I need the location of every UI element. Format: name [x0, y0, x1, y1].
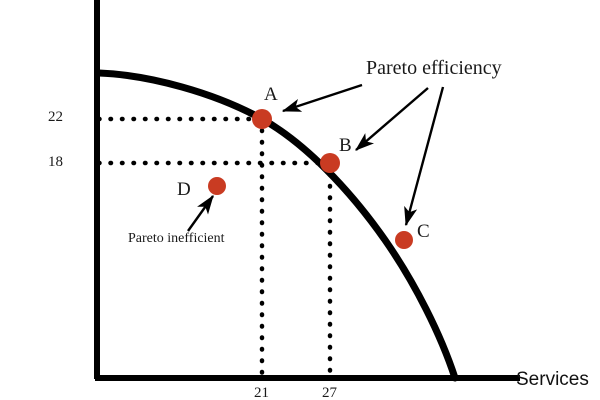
data-point-d[interactable]	[208, 177, 226, 195]
x-tick-label-21: 21	[254, 385, 269, 400]
y-tick-label-22: 22	[48, 109, 63, 125]
data-point-a-label: A	[264, 84, 278, 105]
data-point-b[interactable]	[320, 153, 340, 173]
data-point-b-label: B	[339, 135, 352, 156]
annotation-pareto-efficiency: Pareto efficiency	[366, 57, 502, 79]
arrow-efficiency-to-a	[281, 83, 363, 113]
arrow-efficiency-to-b	[355, 87, 429, 151]
x-axis-title: Services	[516, 369, 589, 390]
arrow-inefficient-to-d	[187, 195, 214, 232]
data-point-c-label: C	[417, 221, 430, 242]
data-point-c[interactable]	[395, 231, 413, 249]
y-tick-label-18: 18	[48, 154, 63, 170]
data-point-a[interactable]	[252, 109, 272, 129]
arrow-efficiency-to-c	[404, 86, 445, 227]
ppf-curve	[95, 69, 459, 382]
x-tick-label-27: 27	[322, 385, 337, 400]
annotation-pareto-inefficient: Pareto inefficient	[128, 231, 225, 246]
data-point-d-label: D	[177, 179, 191, 200]
